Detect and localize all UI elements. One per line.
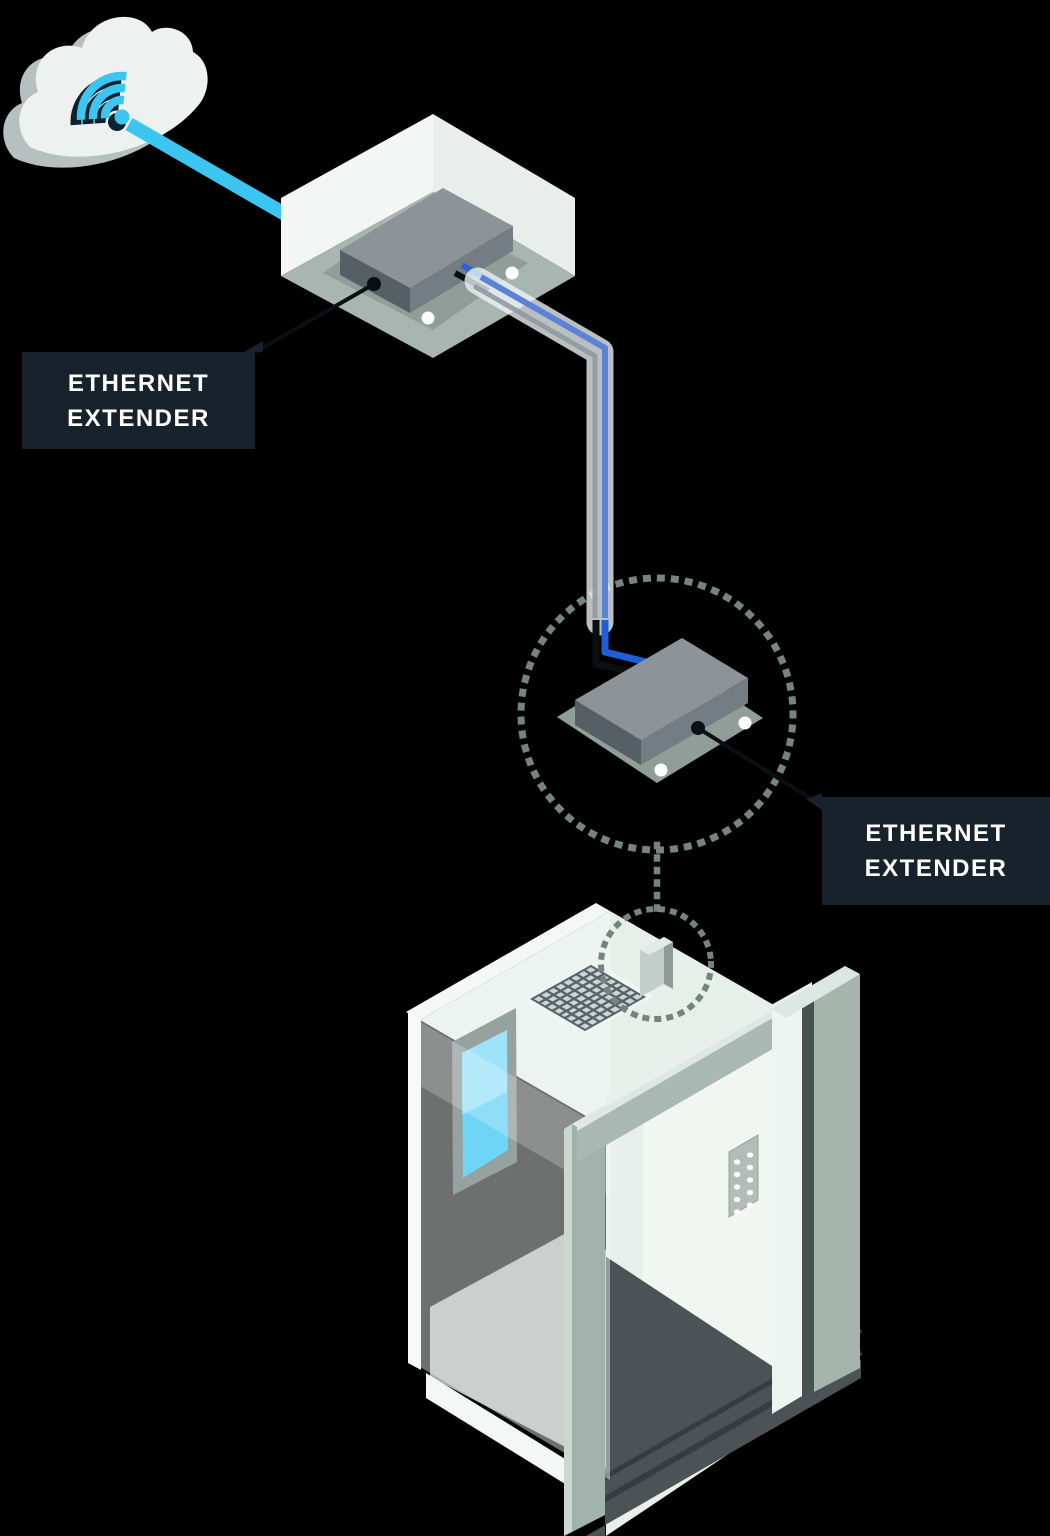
- screw: [654, 763, 668, 777]
- roof-vent: [522, 960, 654, 1036]
- pointer-line-left: [251, 282, 375, 356]
- door-track: [802, 986, 814, 1396]
- screw: [421, 311, 435, 325]
- label-ethernet-extender-bottom: ETHERNET EXTENDER: [822, 797, 1050, 905]
- screw: [738, 716, 752, 730]
- label-ethernet-extender-top: ETHERNET EXTENDER: [22, 352, 255, 449]
- pointer-line-right: [696, 726, 820, 805]
- elevator-floor-light: [430, 1232, 606, 1468]
- wifi-icon: [70, 71, 130, 131]
- elevator-car: [406, 903, 863, 1536]
- elevator-floor-dark: [586, 1256, 861, 1536]
- elevator-window: [452, 1008, 517, 1195]
- label-line: ETHERNET: [865, 820, 1007, 847]
- door-frame-right: [771, 966, 860, 1414]
- roof-target-circle: [598, 906, 714, 1022]
- pointer-notch-right: [806, 793, 822, 810]
- door-header: [577, 994, 802, 1162]
- roof-device: [640, 937, 673, 997]
- label-line: ETHERNET: [67, 369, 210, 397]
- screw: [505, 266, 519, 280]
- cable-black: [592, 620, 639, 677]
- conduit-cable: [464, 267, 614, 636]
- pointer-notch-left: [244, 341, 263, 352]
- door-frame-left: [564, 1105, 612, 1536]
- cable-blue: [601, 620, 647, 666]
- elevator-door: [643, 1036, 775, 1372]
- wall-edge: [408, 1013, 421, 1370]
- button-panel: [728, 1134, 759, 1218]
- ethernet-extender-device-2: [557, 638, 763, 783]
- roof-rim: [406, 903, 610, 1020]
- baseboard: [426, 1373, 570, 1487]
- label-line: EXTENDER: [864, 855, 1008, 882]
- internet-cable: [125, 117, 294, 224]
- zoom-circle: [517, 574, 797, 854]
- label-line: EXTENDER: [67, 404, 210, 432]
